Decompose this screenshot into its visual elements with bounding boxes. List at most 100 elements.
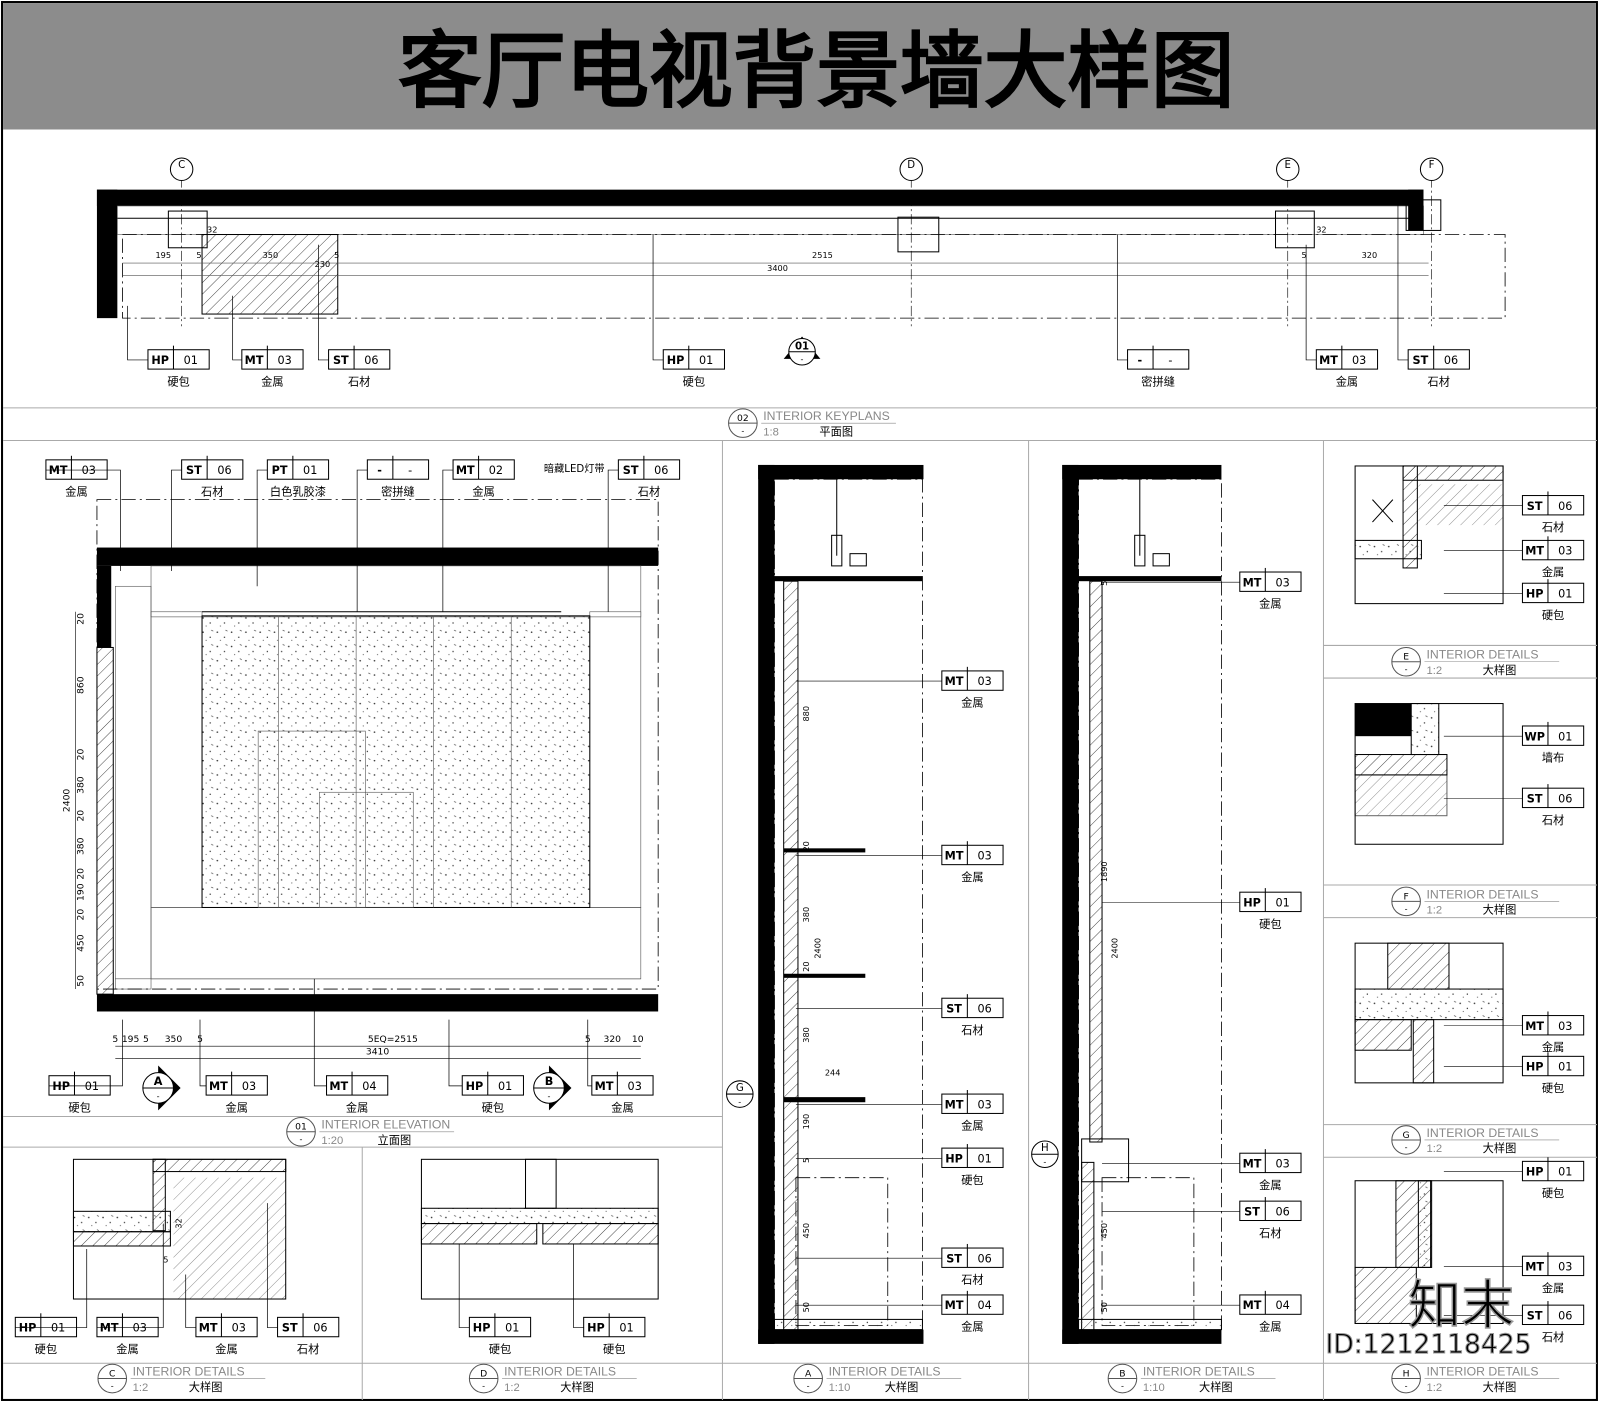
caption-scale: 1:10 [1143, 1382, 1165, 1394]
detail-f-drawing [1354, 703, 1504, 845]
tag-label: 硬包 [961, 1174, 983, 1187]
tag-number: 03 [232, 1322, 246, 1335]
tag-number: 01 [1558, 1061, 1572, 1074]
dimension-total: 2400 [61, 789, 72, 812]
caption-title: INTERIOR DETAILS [1143, 1364, 1255, 1378]
detail-h-drawing [1354, 1180, 1504, 1324]
tag-number: 02 [489, 464, 503, 477]
plan-section-marker[interactable]: 01 - [783, 336, 821, 366]
tag-box [366, 459, 430, 480]
tag-box [941, 1294, 1004, 1315]
tag-box [1521, 1015, 1585, 1036]
tag-box [941, 1147, 1004, 1168]
tag-box [591, 1075, 654, 1096]
tag-code: HP [466, 1080, 484, 1093]
dimension-text: 244 [825, 1068, 841, 1078]
dimension-text: 20 [76, 810, 87, 822]
detail-marker[interactable]: G- [726, 1080, 754, 1108]
tag-box [1521, 1055, 1585, 1077]
tag-code: HP [151, 354, 169, 367]
dimension-text: 5EQ=2515 [368, 1034, 418, 1045]
marker-sub: - [1043, 1156, 1046, 1166]
tag-number: 06 [1558, 792, 1572, 805]
tag-label: 硬包 [1542, 609, 1564, 622]
tag-box [205, 1075, 268, 1096]
caption-title: INTERIOR DETAILS [1427, 1126, 1539, 1140]
tag-number: 03 [82, 464, 96, 477]
section-marker[interactable]: A- [142, 1065, 181, 1111]
grid-label: F [1429, 160, 1435, 171]
tag-box [941, 997, 1004, 1019]
dimension-text: 380 [801, 907, 811, 923]
caption-cn: 大样图 [885, 1380, 919, 1394]
grid-marker: D [899, 157, 923, 327]
tag-number: 04 [1276, 1299, 1290, 1312]
dimension-total: 3410 [366, 1046, 390, 1057]
tag-label: 金属 [961, 696, 983, 710]
section-marker-number: 01 [795, 342, 809, 353]
tag-number: 03 [978, 675, 992, 688]
section-marker[interactable]: B- [533, 1065, 572, 1111]
dimension-text: 880 [801, 706, 811, 722]
detail-marker[interactable]: H- [1031, 1140, 1059, 1168]
material-tag[interactable]: --密拼缝 [1116, 234, 1190, 389]
tag-box [461, 1075, 524, 1096]
tag-number: 01 [498, 1080, 512, 1093]
grid-label: C [178, 160, 185, 171]
leader-line [313, 978, 327, 1087]
tag-box [941, 1093, 1004, 1114]
caption-cn: 大样图 [1483, 663, 1517, 677]
caption-cn: 平面图 [819, 425, 853, 438]
material-tag[interactable]: --密拼缝 [356, 455, 430, 612]
leader-line [607, 469, 619, 612]
tag-number: 01 [1558, 730, 1572, 743]
